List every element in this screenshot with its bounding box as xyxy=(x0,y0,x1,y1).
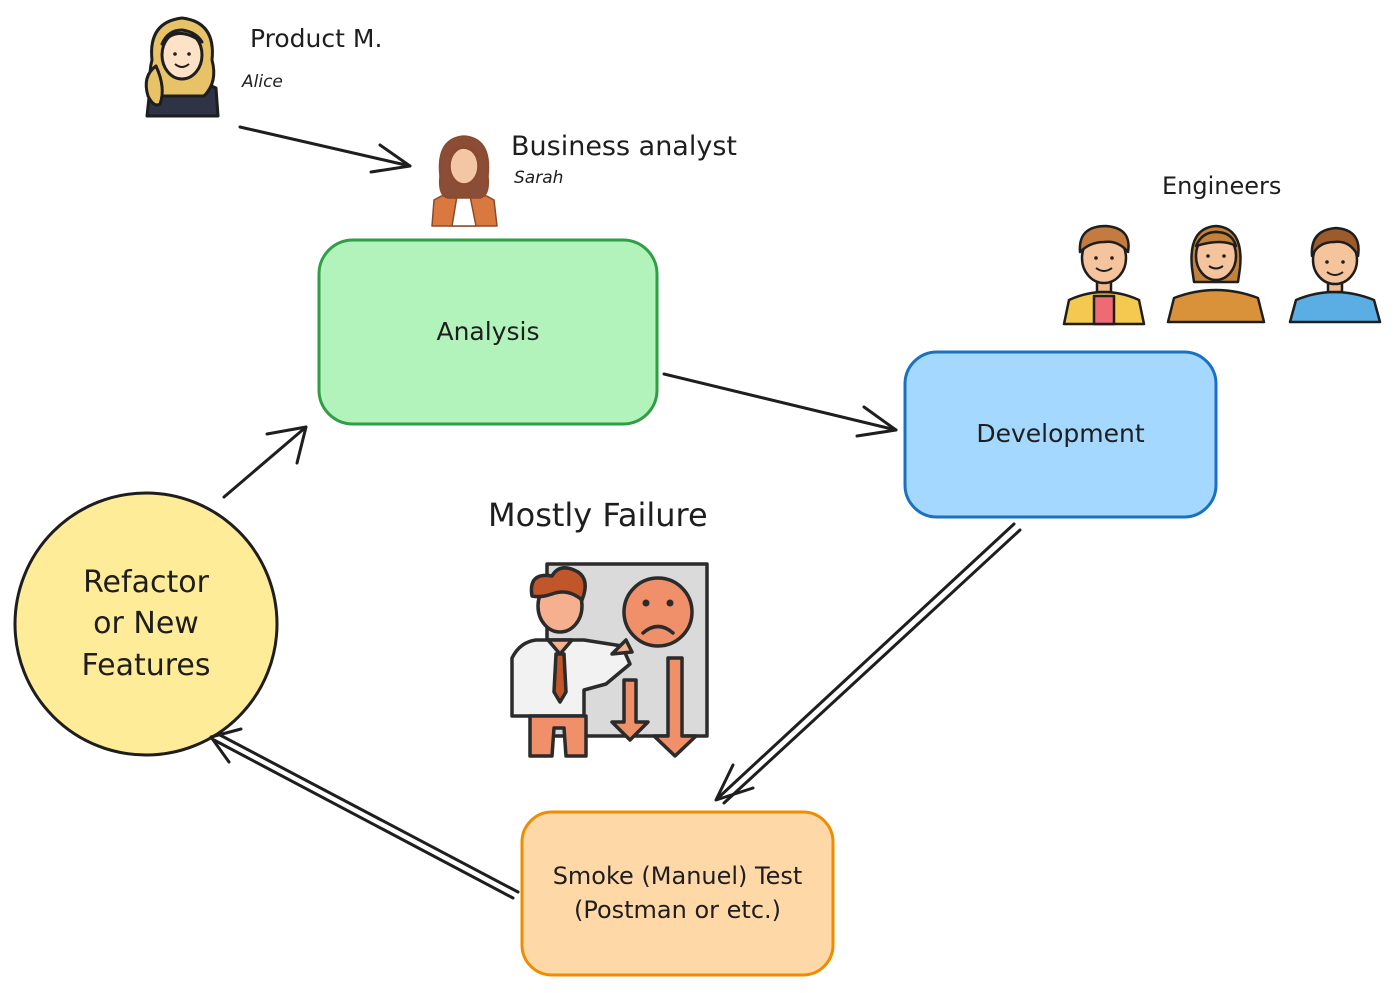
analysis-node: Analysis xyxy=(319,240,657,424)
development-label: Development xyxy=(976,419,1145,449)
woman-blonde-avatar-icon xyxy=(144,16,220,118)
woman-orange-top-avatar-icon xyxy=(1166,224,1266,324)
analysis-label: Analysis xyxy=(436,316,540,346)
development-box xyxy=(903,350,1218,519)
arrow-test-to-refactor xyxy=(209,727,520,900)
woman-brunette-avatar-icon xyxy=(431,135,498,227)
refactor-label: Refactor or New Features xyxy=(81,564,211,683)
business-analyst-name: Sarah xyxy=(514,168,564,188)
man-yellow-jacket-avatar-icon xyxy=(1062,224,1146,326)
product-manager-name: Alice xyxy=(242,72,283,92)
presenter-sad-face-declining-chart-icon xyxy=(510,562,709,758)
smoke-test-label: Smoke (Manuel) Test (Postman or etc.) xyxy=(552,861,803,924)
engineers-title: Engineers xyxy=(1162,172,1282,200)
product-manager-title: Product M. xyxy=(250,24,383,53)
failure-heading: Mostly Failure xyxy=(488,496,708,534)
arrow-development-to-test xyxy=(714,522,1022,805)
man-blue-shirt-avatar-icon xyxy=(1288,226,1382,324)
arrow-pm-to-analyst xyxy=(238,125,412,174)
business-analyst-title: Business analyst xyxy=(511,131,737,162)
arrow-analysis-to-development xyxy=(662,372,898,438)
refactor-node: Refactor or New Features xyxy=(15,493,277,755)
refactor-circle xyxy=(13,491,279,757)
arrow-refactor-to-analysis xyxy=(222,425,308,499)
development-node: Development xyxy=(905,352,1216,517)
smoke-test-box xyxy=(520,810,835,977)
analysis-box xyxy=(317,238,659,426)
smoke-test-node: Smoke (Manuel) Test (Postman or etc.) xyxy=(522,812,833,975)
